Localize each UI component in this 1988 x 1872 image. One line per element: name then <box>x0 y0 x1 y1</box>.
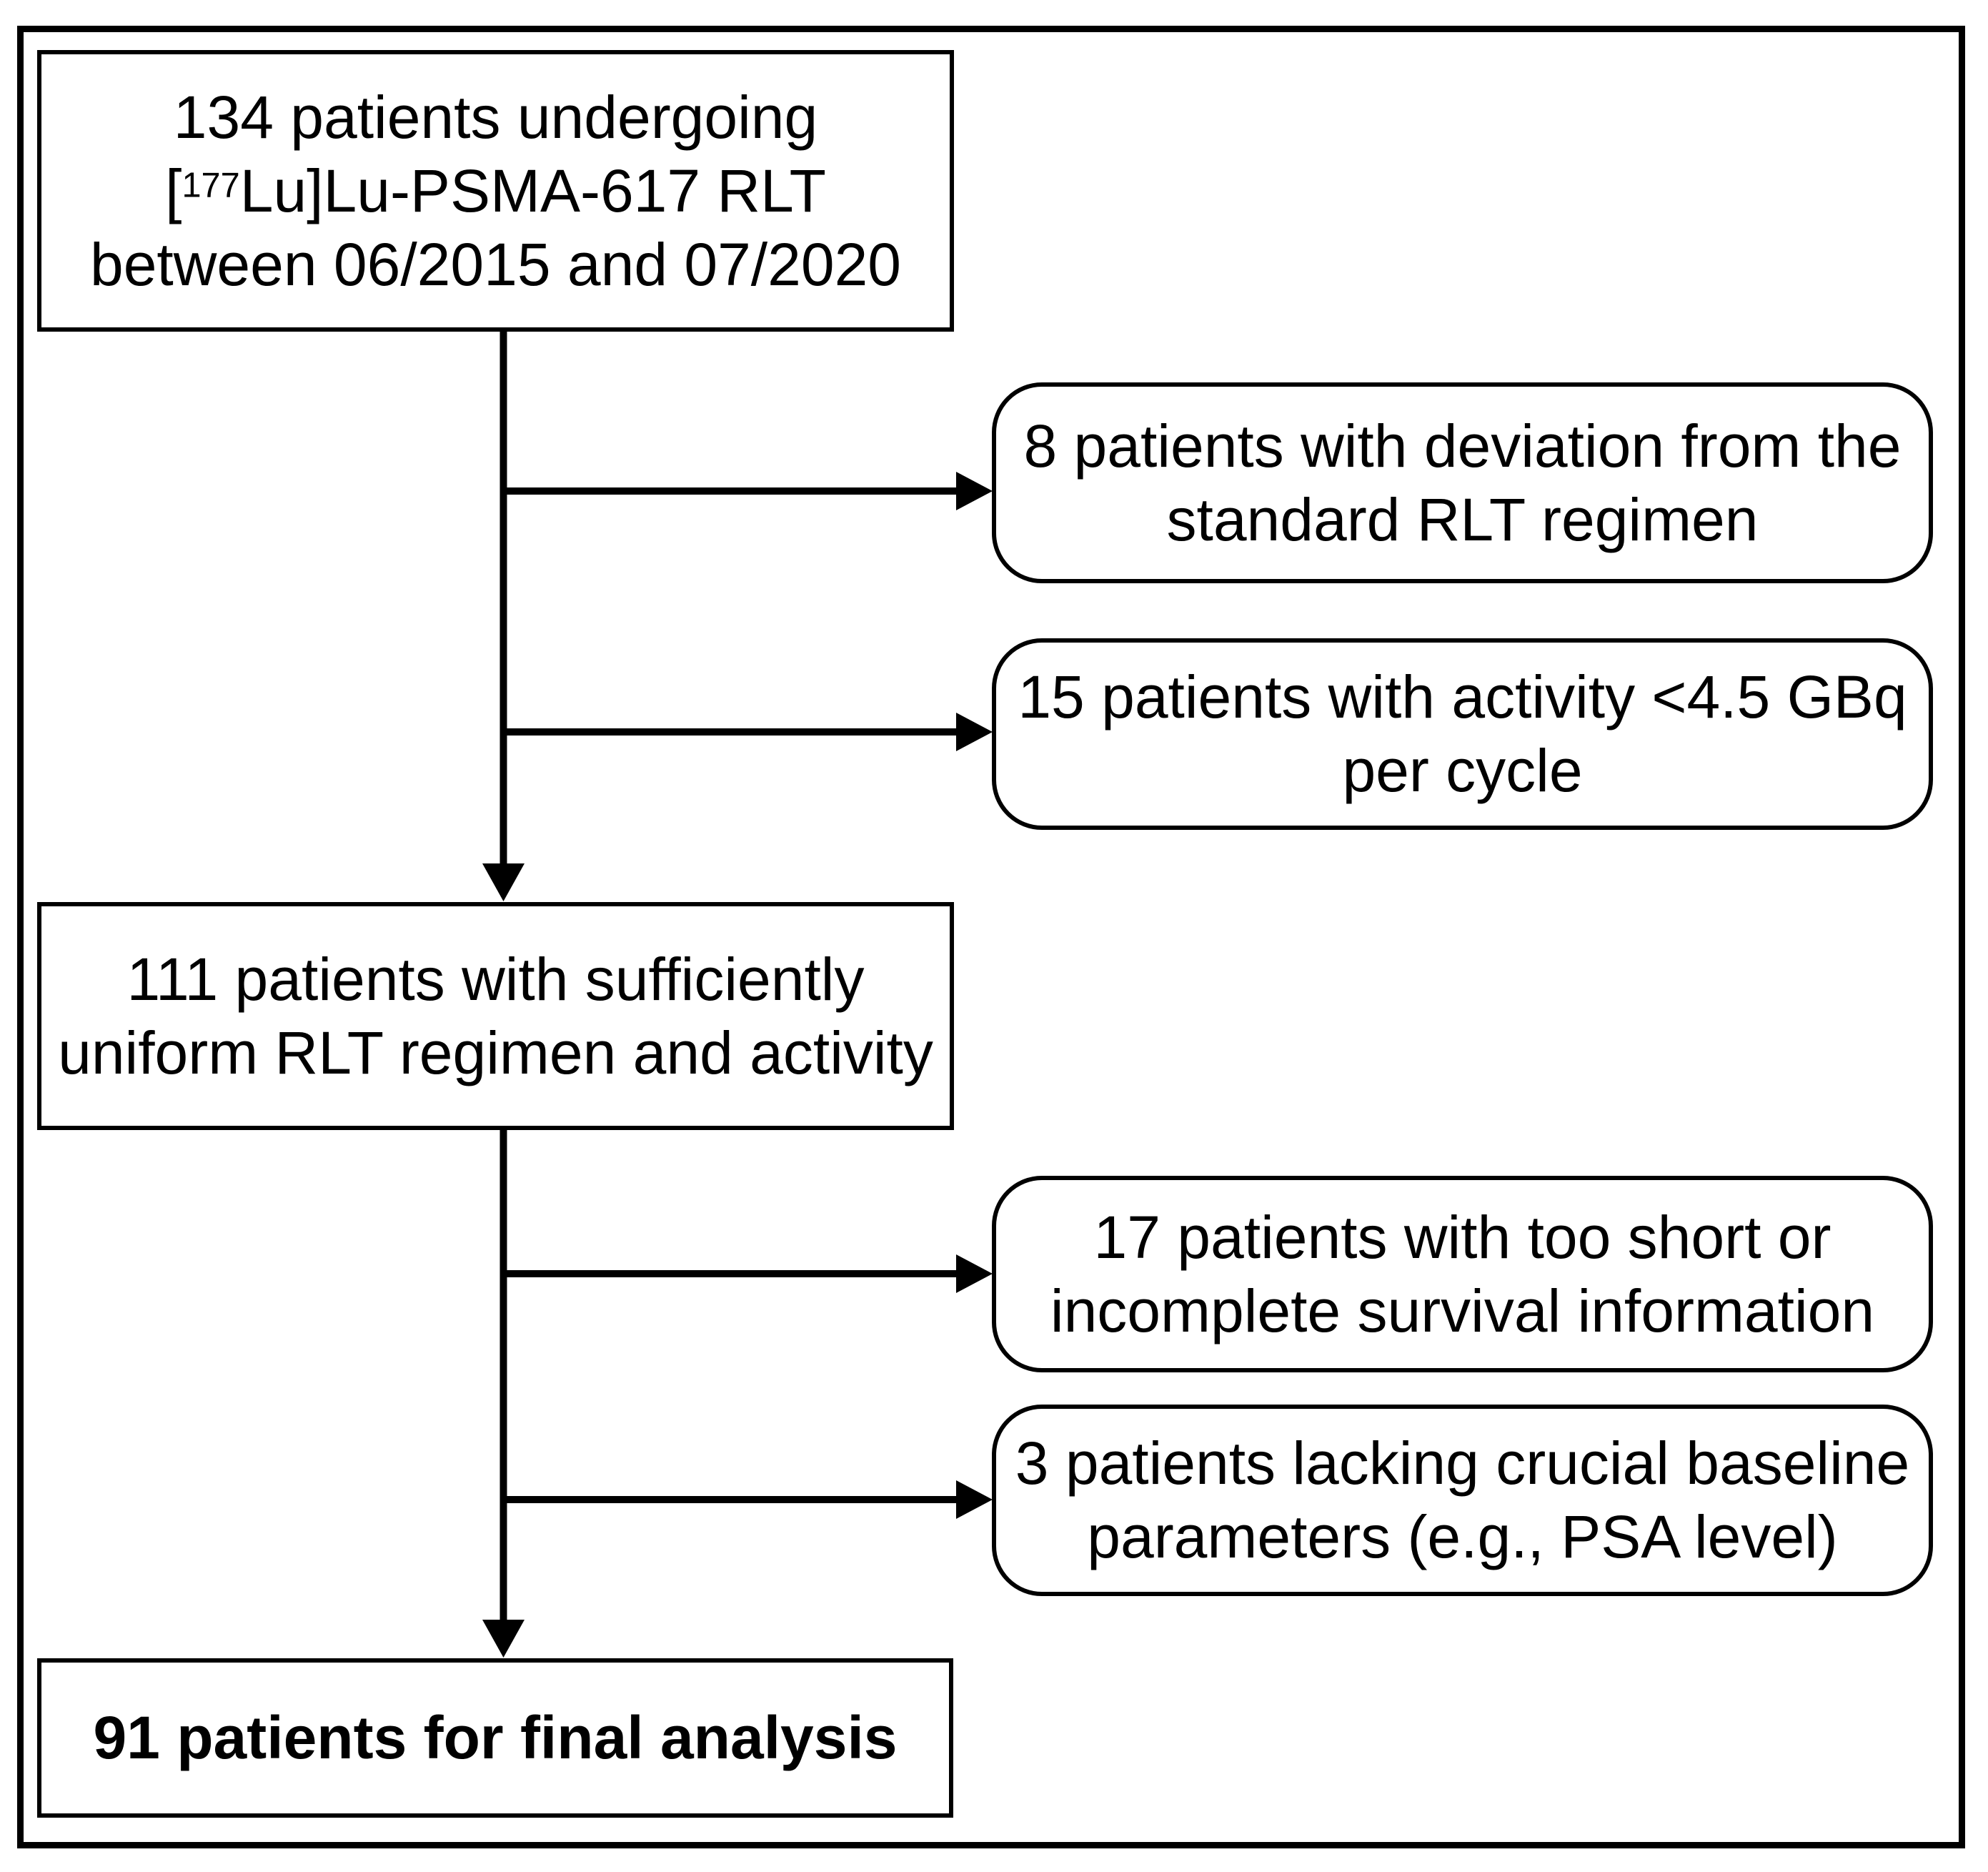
exclusion-box-low-activity: 15 patients with activity <4.5 GBq per c… <box>992 638 1933 830</box>
uniform-cohort-box: 111 patients with sufficiently uniform R… <box>37 902 954 1130</box>
enrollment-box-line3: between 06/2015 and 07/2020 <box>89 230 902 298</box>
final-analysis-box-text: 91 patients for final analysis <box>93 1704 898 1771</box>
enrollment-box-line1: 134 patients undergoing <box>173 83 818 151</box>
exclusion-box-deviation-line1: 8 patients with deviation from the <box>1023 412 1902 480</box>
exclusion-box-baseline-parameters-line2: parameters (e.g., PSA level) <box>1087 1503 1838 1570</box>
exclusion-box-deviation-line2: standard RLT regimen <box>1166 485 1759 553</box>
exclusion-box-survival-info-line1: 17 patients with too short or <box>1093 1203 1832 1271</box>
isotope-bracket: [ <box>165 157 182 224</box>
exclusion-box-survival-info-line2: incomplete survival information <box>1050 1277 1875 1344</box>
exclusion-box-baseline-parameters-line1: 3 patients lacking crucial baseline <box>1015 1430 1910 1497</box>
isotope-superscript: 177 <box>182 166 240 205</box>
exclusion-box-low-activity-line1: 15 patients with activity <4.5 GBq <box>1018 663 1907 731</box>
exclusion-box-baseline-parameters: 3 patients lacking crucial baseline para… <box>992 1405 1933 1596</box>
exclusion-box-deviation: 8 patients with deviation from the stand… <box>992 382 1933 583</box>
uniform-cohort-box-line2: uniform RLT regimen and activity <box>58 1019 933 1086</box>
exclusion-box-survival-info: 17 patients with too short or incomplete… <box>992 1176 1933 1372</box>
enrollment-box-line2: [177Lu]Lu-PSMA-617 RLT <box>165 154 826 228</box>
final-analysis-box: 91 patients for final analysis <box>37 1658 953 1818</box>
uniform-cohort-box-line1: 111 patients with sufficiently <box>126 945 865 1013</box>
enrollment-box: 134 patients undergoing [177Lu]Lu-PSMA-6… <box>37 50 954 332</box>
exclusion-box-low-activity-line2: per cycle <box>1342 737 1583 804</box>
isotope-rest: Lu]Lu-PSMA-617 RLT <box>239 157 826 224</box>
diagram-outer-border <box>17 26 1965 1848</box>
